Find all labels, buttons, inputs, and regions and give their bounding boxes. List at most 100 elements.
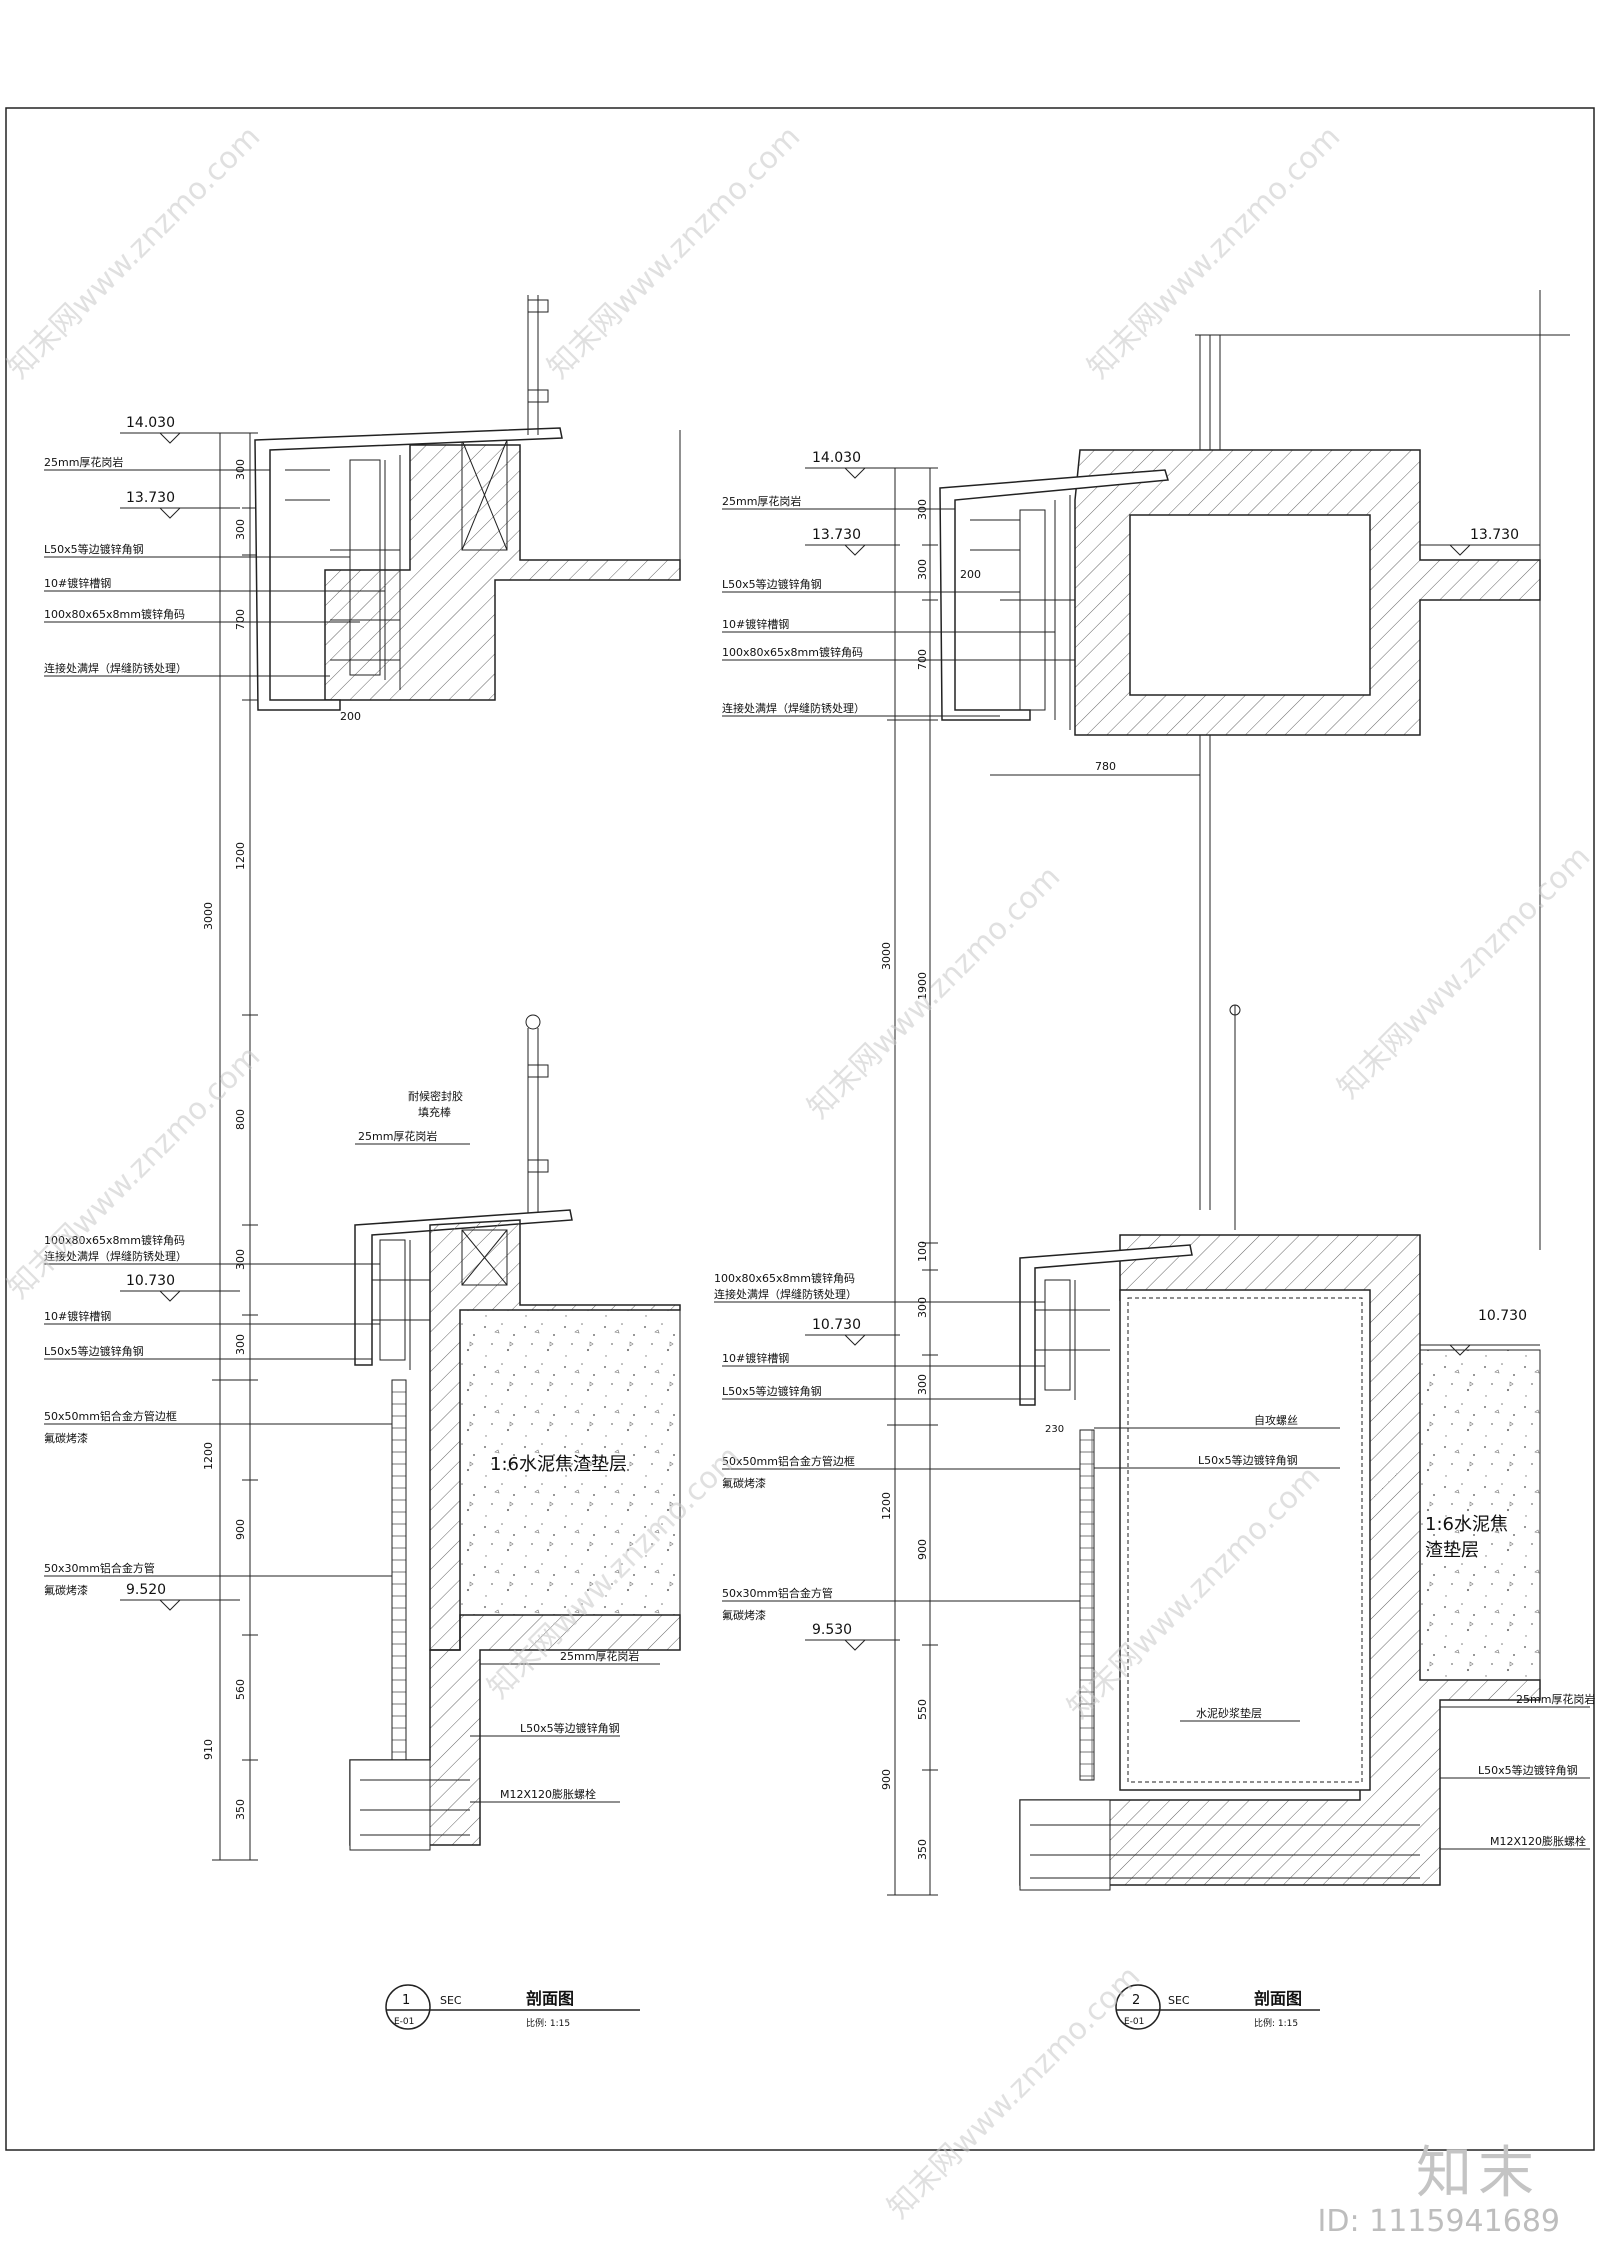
right-note-inner-1: L50x5等边镀锌角钢 <box>1198 1453 1298 1467</box>
left-aluminum-grille <box>391 1379 407 1761</box>
left-elev-top: 14.030 <box>120 415 240 444</box>
sheet-border <box>5 107 1595 2151</box>
right-mid-steel <box>1035 1279 1110 1400</box>
left-elev-bottom: 9.520 <box>120 1582 240 1611</box>
left-elev-lower: 10.730 <box>120 1273 240 1302</box>
right-note-inner-2: 水泥砂浆垫层 <box>1196 1706 1262 1720</box>
left-upper-railing <box>527 295 549 435</box>
left-dim-4: 3000 <box>202 902 215 930</box>
right-elev-bottom: 9.530 <box>805 1622 900 1651</box>
watermark-text: 知末网www.znzmo.com <box>1 1039 267 1305</box>
left-note-midtop-0: 耐候密封胶 <box>408 1089 463 1103</box>
right-notes-right: 25mm厚花岗岩 L50x5等边镀锌角钢 M12X120膨胀螺栓 <box>1440 1692 1595 1850</box>
left-note-mid-5: 氟碳烤漆 <box>44 1431 88 1445</box>
right-lower-granite <box>1019 1799 1111 1891</box>
left-dim-10: 560 <box>234 1679 247 1700</box>
right-elev-mid: 13.730 <box>805 527 900 556</box>
right-elev-top: 14.030 <box>805 450 900 479</box>
watermark-text: 知末网www.znzmo.com <box>881 1959 1147 2225</box>
right-elev-right: 13.730 <box>1420 527 1540 556</box>
left-note-right-0: 25mm厚花岗岩 <box>560 1649 639 1663</box>
left-note-top-3: 100x80x65x8mm镀锌角码 <box>44 607 185 621</box>
right-dim-h-2: 230 <box>1045 1424 1064 1435</box>
left-note-mid-3: L50x5等边镀锌角钢 <box>44 1344 144 1358</box>
right-upper-granite <box>939 469 1169 721</box>
left-elev-mid: 13.730 <box>120 490 240 519</box>
right-dim-4: 1900 <box>916 972 929 1000</box>
right-note-right-1: L50x5等边镀锌角钢 <box>1478 1763 1578 1777</box>
left-upper-box-x <box>461 439 508 551</box>
right-dim-h-0: 200 <box>960 568 981 581</box>
left-title: 剖面图 <box>526 1989 574 2008</box>
right-note-mid-1: 连接处满焊（焊缝防锈处理） <box>714 1287 857 1301</box>
left-mid-box <box>461 1229 508 1286</box>
left-note-mid-7: 氟碳烤漆 <box>44 1583 88 1597</box>
right-callout-num: 2 <box>1132 1993 1140 2008</box>
left-dim-5: 800 <box>234 1109 247 1130</box>
left-elev-mid-label: 13.730 <box>126 490 175 506</box>
left-note-mid-1: 连接处满焊（焊缝防锈处理） <box>44 1249 187 1263</box>
left-dim-12: 350 <box>234 1799 247 1820</box>
right-elev-lower-right: 10.730 <box>1420 1308 1540 1356</box>
right-dim-8: 1200 <box>880 1492 893 1520</box>
right-note-mid-4: 50x50mm铝合金方管边框 <box>722 1454 855 1468</box>
right-note-mid-6: 50x30mm铝合金方管 <box>722 1586 833 1600</box>
right-fill-label-1: 1:6水泥焦 <box>1425 1514 1508 1535</box>
right-dim-12: 350 <box>916 1839 929 1860</box>
left-callout-ref: E-01 <box>394 2017 414 2027</box>
left-notes-top: 25mm厚花岗岩 L50x5等边镀锌角钢 10#镀锌槽钢 100x80x65x8… <box>44 455 385 677</box>
watermark-text: 知末网www.znzmo.com <box>801 859 1067 1125</box>
right-window-frame <box>1195 290 1570 1250</box>
right-elev-lower-right-label: 10.730 <box>1478 1308 1527 1324</box>
right-upper-steel <box>970 495 1075 730</box>
left-upper-granite <box>254 427 563 711</box>
watermark-text: 知末网www.znzmo.com <box>541 119 807 385</box>
left-dim-3: 1200 <box>234 842 247 870</box>
right-note-top-3: 100x80x65x8mm镀锌角码 <box>722 645 863 659</box>
right-aluminum-grille <box>1079 1429 1095 1781</box>
right-upper-void <box>1129 514 1371 696</box>
right-dim-1: 300 <box>916 559 929 580</box>
left-note-right-1: L50x5等边镀锌角钢 <box>520 1721 620 1735</box>
left-upper-concrete <box>324 444 681 701</box>
left-mid-box-x <box>461 1229 508 1286</box>
brand-id: ID: 1115941689 <box>1317 2204 1560 2239</box>
right-callout-sec: SEC <box>1168 1994 1190 2007</box>
left-note-top-4: 连接处满焊（焊缝防锈处理） <box>44 661 187 675</box>
left-mid-granite <box>354 1209 573 1366</box>
left-dim-7: 300 <box>234 1334 247 1355</box>
right-note-top-4: 连接处满焊（焊缝防锈处理） <box>722 701 865 715</box>
right-notes-mid: 100x80x65x8mm镀锌角码 连接处满焊（焊缝防锈处理） 10#镀锌槽钢 … <box>714 1271 1080 1622</box>
watermark-text: 知末网www.znzmo.com <box>1331 839 1597 1105</box>
left-note-midtop-2: 25mm厚花岗岩 <box>358 1129 437 1143</box>
right-fill-label-2: 渣垫层 <box>1425 1540 1479 1561</box>
right-scale: 比例: 1:15 <box>1254 2017 1298 2029</box>
left-callout-num: 1 <box>402 1993 410 2008</box>
right-elev-top-label: 14.030 <box>812 450 861 466</box>
left-fill-label: 1:6水泥焦渣垫层 <box>490 1454 627 1475</box>
right-notes-inner: 自攻螺丝 L50x5等边镀锌角钢 水泥砂浆垫层 <box>1094 1413 1340 1722</box>
left-section-detail: 14.030 13.730 10.730 9.520 <box>44 295 681 2030</box>
left-dim-8: 1200 <box>202 1442 215 1470</box>
left-notes-midtop: 耐候密封胶 填充棒 25mm厚花岗岩 <box>355 1089 470 1145</box>
right-note-right-2: M12X120膨胀螺栓 <box>1490 1834 1586 1848</box>
right-dim-5: 100 <box>916 1241 929 1262</box>
right-title: 剖面图 <box>1254 1989 1302 2008</box>
left-note-mid-0: 100x80x65x8mm镀锌角码 <box>44 1233 185 1247</box>
right-note-top-2: 10#镀锌槽钢 <box>722 617 789 631</box>
right-fill-layer <box>1419 1349 1541 1681</box>
left-lower-granite <box>349 1759 431 1851</box>
left-note-top-0: 25mm厚花岗岩 <box>44 455 123 469</box>
left-dimension-texts: 300 300 700 1200 3000 800 300 300 1200 9… <box>202 459 247 1820</box>
left-elev-bottom-label: 9.520 <box>126 1582 166 1598</box>
left-dimension-chain <box>212 432 258 1861</box>
left-elev-top-label: 14.030 <box>126 415 175 431</box>
right-dim-7: 300 <box>916 1374 929 1395</box>
right-elev-lower-label: 10.730 <box>812 1317 861 1333</box>
right-mid-granite <box>1019 1244 1193 1406</box>
left-mid-steel <box>372 1239 430 1370</box>
left-dim-9: 900 <box>234 1519 247 1540</box>
left-callout-sec: SEC <box>440 1994 462 2007</box>
right-section-detail: 14.030 13.730 13.730 10.730 10.730 9.530 <box>714 290 1595 2030</box>
